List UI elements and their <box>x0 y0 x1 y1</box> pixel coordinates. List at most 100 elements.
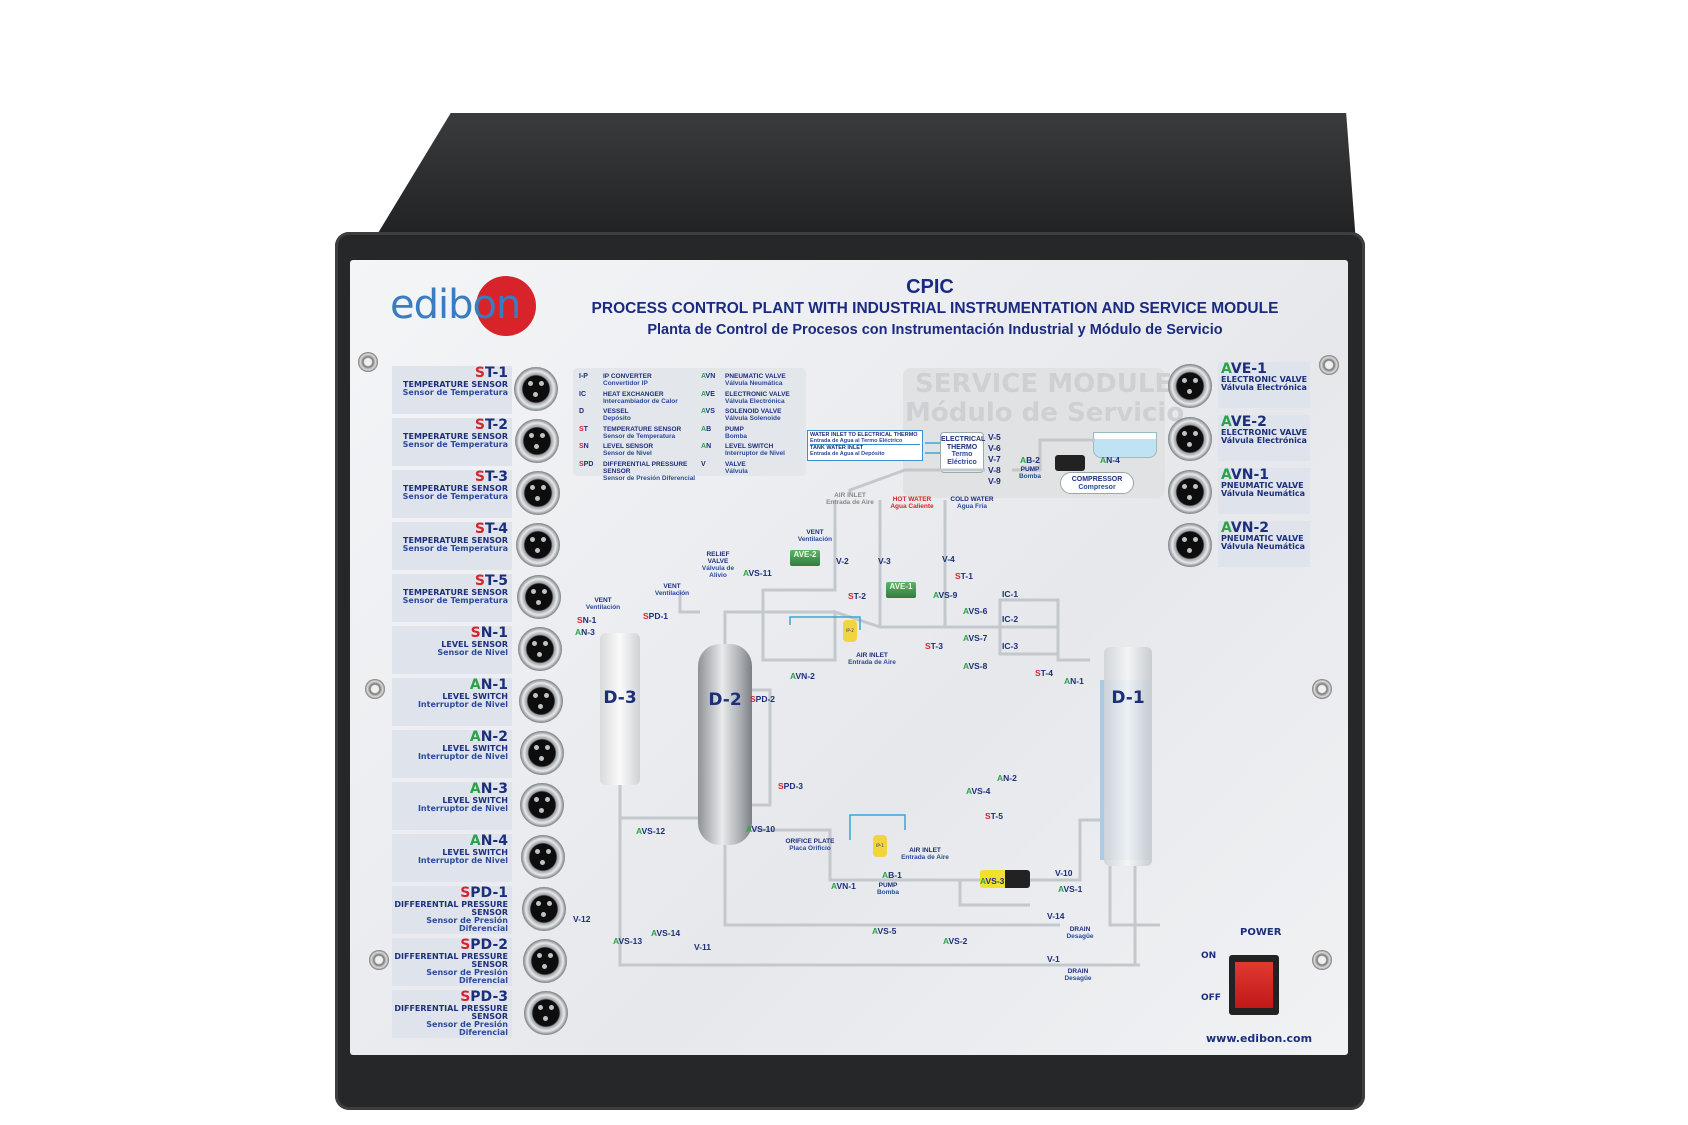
code-prefix: A <box>469 729 481 745</box>
actuator-connector-ave-1[interactable] <box>1168 364 1212 408</box>
sensor-connector-st-1[interactable] <box>514 367 558 411</box>
sensor-connector-an-1[interactable] <box>518 679 563 723</box>
code-rest: T-4 <box>484 521 508 537</box>
tag-spd-1: SPD-1 <box>643 611 668 621</box>
actuator-connector-ave-2[interactable] <box>1168 417 1212 461</box>
legend-code-prefix: A <box>701 373 706 380</box>
tank-label-d1: D-1 <box>1111 688 1145 708</box>
tag-rest: VS-14 <box>656 928 681 938</box>
code-rest: N-1 <box>480 625 508 641</box>
desc-es: Entrada de Aire <box>901 854 949 862</box>
legend-name: ELECTRONIC VALVE <box>725 390 790 398</box>
tag-rest: N-3 <box>581 627 595 637</box>
tag-rest: IC-3 <box>1002 641 1019 651</box>
legend-name-es: Válvula <box>725 467 748 475</box>
legend-name-es: Sensor de Temperatura <box>603 432 676 440</box>
legend-name: PUMP <box>725 425 744 433</box>
desc-en: AIR INLET <box>834 492 866 499</box>
tag-prefix: A <box>790 671 796 681</box>
valve-ave-2: AVE-2 <box>790 550 820 566</box>
tag-prefix: S <box>577 615 583 625</box>
legend-name-es: Bomba <box>725 432 748 440</box>
code-prefix: S <box>474 417 485 433</box>
desc-es: Agua Caliente <box>890 503 934 511</box>
legend-code: VE <box>705 390 715 398</box>
sensor-connector-an-2[interactable] <box>519 731 564 775</box>
tag-prefix: A <box>746 824 752 834</box>
sensor-connector-an-3[interactable] <box>520 783 565 827</box>
sensor-name: TEMPERATURE SENSOR <box>403 432 508 441</box>
sensor-connector-st-4[interactable] <box>516 523 561 567</box>
screw <box>1319 355 1339 375</box>
code-prefix: A <box>469 781 481 797</box>
sensor-connector-spd-3[interactable] <box>523 991 568 1035</box>
tag-rest: N-4 <box>1106 455 1120 465</box>
sensor-connector-spd-2[interactable] <box>522 939 567 983</box>
tag-rest: VS-11 <box>748 568 772 578</box>
desc-es: Agua Fría <box>957 503 987 511</box>
tag-v-4: V-4 <box>942 554 955 564</box>
tag-avs-7: AVS-7 <box>963 633 987 643</box>
desc-en: PUMP <box>878 882 898 889</box>
code-rest: PD-2 <box>470 937 508 953</box>
tag-v-1: V-1 <box>1047 954 1060 964</box>
cabinet-top <box>372 113 1356 243</box>
actuator-connector-avn-2[interactable] <box>1168 523 1212 567</box>
sensor-name: TEMPERATURE SENSOR <box>403 484 508 493</box>
code-rest: VN-1 <box>1230 467 1269 483</box>
tag-prefix: A <box>997 773 1004 783</box>
sensor-connector-st-3[interactable] <box>515 471 560 515</box>
desc-en: HOT WATER <box>892 496 932 503</box>
sensor-connector-an-4[interactable] <box>521 835 566 879</box>
sensor-name-es: Interruptor de Nivel <box>417 752 508 761</box>
tag-rest: VS-5 <box>877 926 897 936</box>
actuator-connector-avn-1[interactable] <box>1168 470 1212 514</box>
sensor-connector-sn-1[interactable] <box>518 627 562 671</box>
tag-st-4: ST-4 <box>1035 668 1053 678</box>
legend-code: IC <box>579 390 586 398</box>
code-rest: T-1 <box>484 365 508 381</box>
legend-name: HEAT EXCHANGER <box>603 390 664 398</box>
tag-rest: VS-3 <box>985 876 1005 886</box>
actuator-name-es: Válvula Neumática <box>1221 542 1305 551</box>
sensor-connector-spd-1[interactable] <box>522 887 566 931</box>
tag-rest: V-2 <box>836 556 849 566</box>
tag-avs-2: AVS-2 <box>943 936 967 946</box>
sensor-name: TEMPERATURE SENSOR <box>403 588 508 597</box>
sensor-name-es: Sensor de Temperatura <box>402 544 508 553</box>
tag-prefix: A <box>963 633 969 643</box>
power-switch[interactable] <box>1229 955 1279 1015</box>
legend-code: N <box>706 443 712 450</box>
tag-prefix: A <box>1100 455 1107 465</box>
tag-rest: B-1 <box>888 870 902 880</box>
tag-rest: V-14 <box>1047 911 1065 921</box>
tag-prefix: S <box>750 694 756 704</box>
tag-avs-10: AVS-10 <box>746 824 775 834</box>
actuator-name-es: Válvula Electrónica <box>1221 383 1307 392</box>
actuator-name-es: Válvula Neumática <box>1221 489 1305 498</box>
desc-es: Ventilación <box>654 590 690 598</box>
tag-prefix: A <box>1058 884 1064 894</box>
sensor-connector-st-2[interactable] <box>514 419 559 463</box>
tag-v-9: V-9 <box>988 476 1001 486</box>
tag-prefix: A <box>636 826 642 836</box>
code-rest: T-3 <box>484 469 508 485</box>
sensor-connector-st-5[interactable] <box>517 575 562 619</box>
code-rest: T-5 <box>484 573 508 589</box>
tag-rest: PD-1 <box>648 611 669 621</box>
tag-prefix: A <box>651 928 657 938</box>
tag-prefix: A <box>933 590 939 600</box>
legend-code: T <box>583 425 588 433</box>
tag-rest: PD-3 <box>783 781 804 791</box>
tag-avs-11: AVS-11 <box>743 568 772 578</box>
